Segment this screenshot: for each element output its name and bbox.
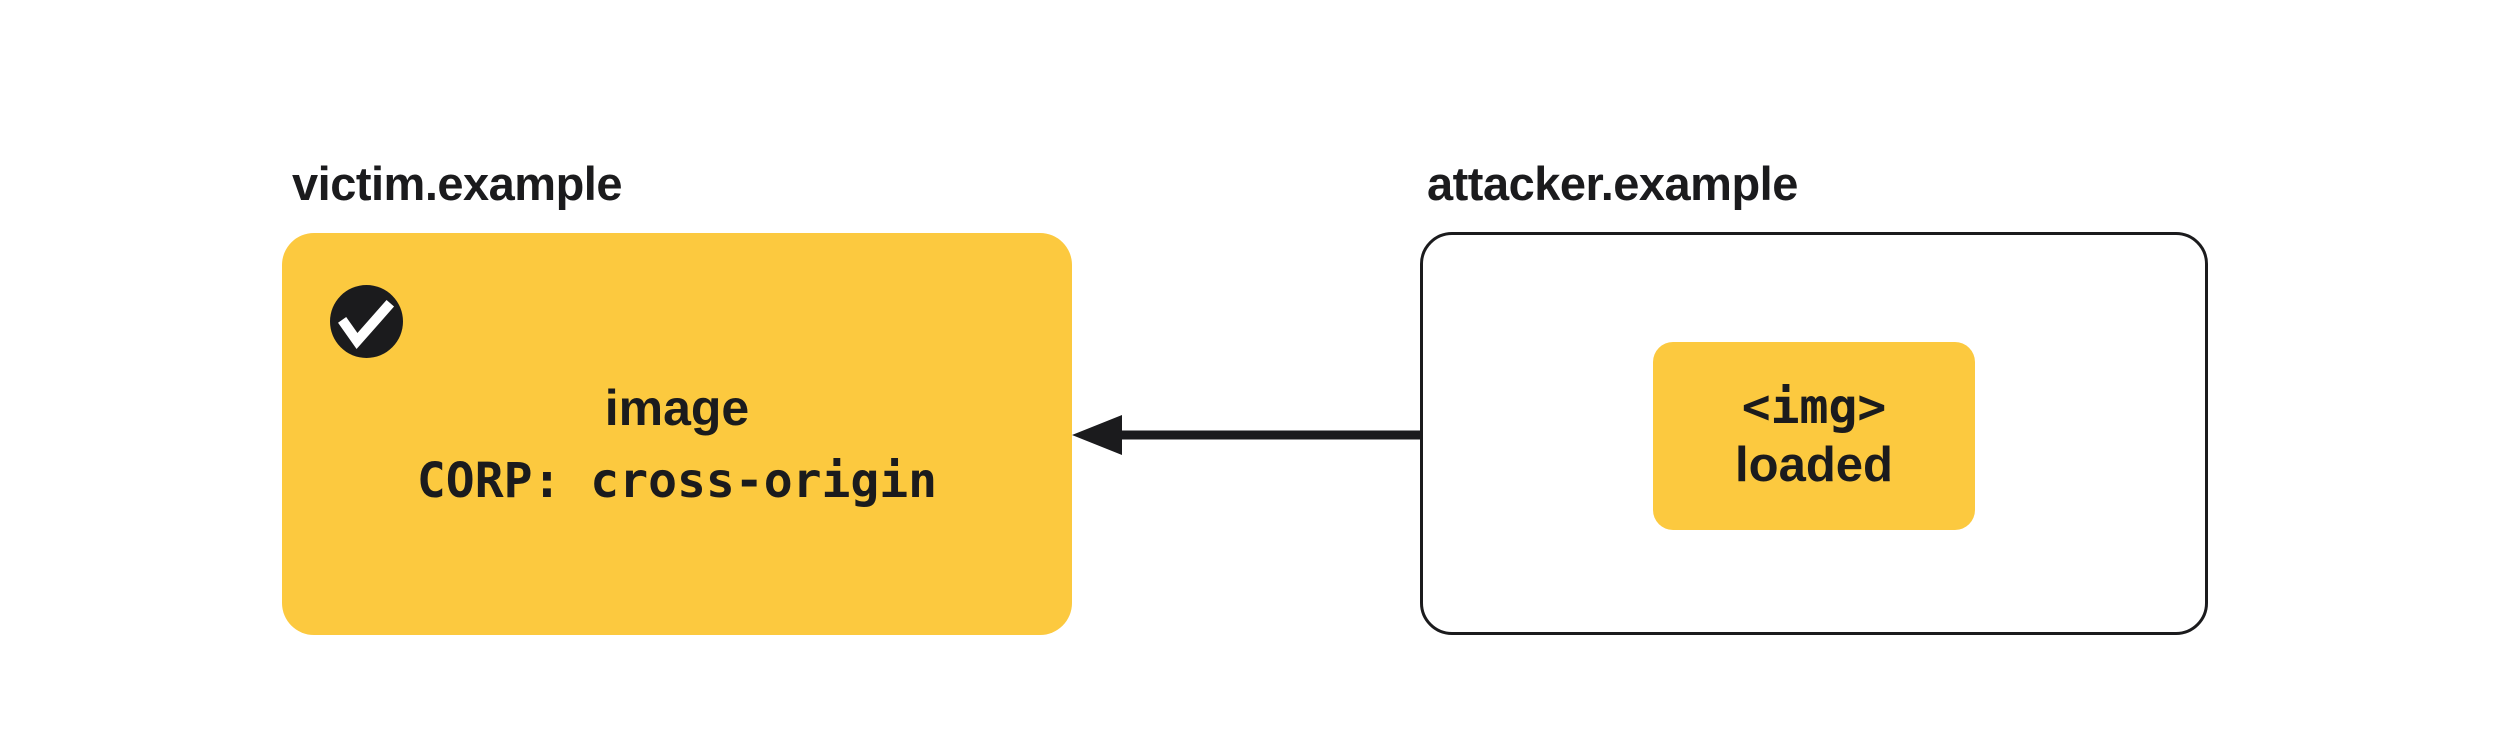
img-request-box: <img> loaded (1653, 342, 1975, 530)
img-tag-text: <img> (1741, 379, 1887, 435)
victim-resource-text: image CORP: cross-origin (282, 233, 1072, 635)
loaded-status-text: loaded (1735, 438, 1893, 492)
corp-header-text: CORP: cross-origin (416, 453, 938, 509)
attacker-origin-label: attacker.example (1427, 157, 1798, 210)
check-circle-icon (330, 285, 403, 358)
victim-resource-box: image CORP: cross-origin (282, 233, 1072, 635)
resource-type-text: image (604, 380, 750, 436)
victim-origin-label: victim.example (292, 157, 623, 210)
